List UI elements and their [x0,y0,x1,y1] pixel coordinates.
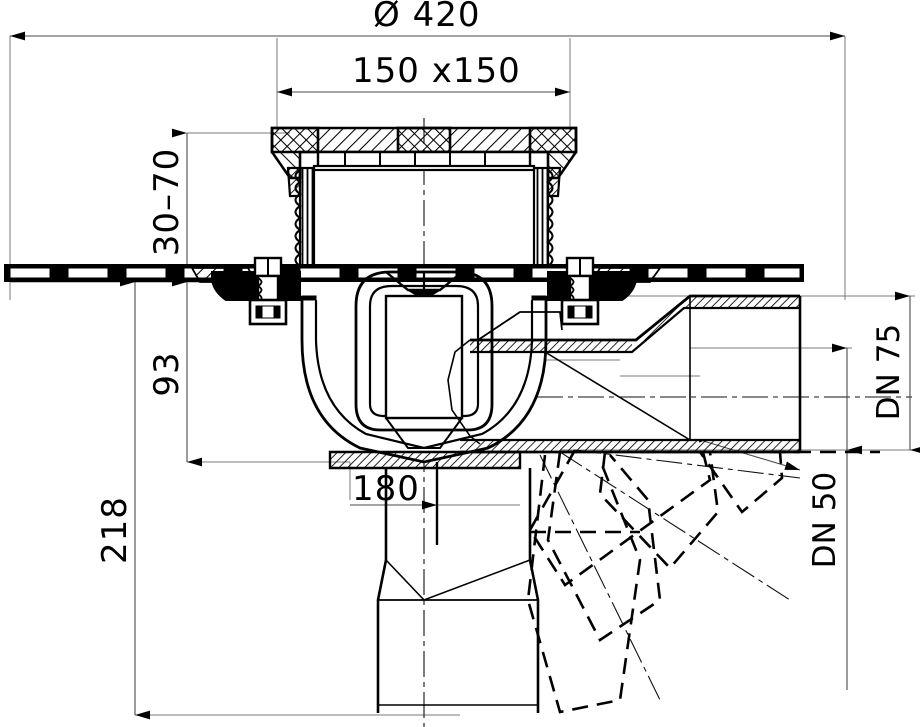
trap-u-bottom-outer [354,403,494,432]
label-depth-93: 93 [147,351,187,396]
grate-frame-right-ear [528,126,578,180]
rot-position-30-outline [546,451,662,642]
outlet-horizontal [447,294,802,454]
riser-thread-right [546,169,554,279]
rot-position-10-outline [640,450,784,514]
drain-body-group [4,126,880,714]
grate-center-rib [396,126,452,154]
bowl-bottom-wall [328,450,522,470]
trap-outer-shell [354,270,494,404]
label-offset-180: 180 [352,469,420,509]
outlet-rotation-positions [526,439,880,714]
trap-bottom-funnel [385,417,463,449]
telescopic-riser [294,164,554,280]
bottom-cone-edges [385,559,531,601]
label-diameter: Ø 420 [373,0,480,35]
rot-position-15-outline [598,451,720,570]
dimension-lines-group [10,31,920,720]
rot-position-45-outline [526,454,642,714]
outlet-taper-edge-a [544,351,691,441]
label-grate-size: 150 x150 [352,51,521,91]
label-height-adjust: 30–70 [147,148,187,257]
label-dn50: DN 50 [807,472,843,568]
label-dn75: DN 75 [871,324,907,420]
riser-thread-left [294,169,302,279]
riser-wall-left [298,166,316,280]
centerline-outlet-rot2 [559,451,791,601]
outlet-taper-edge-b [635,295,691,341]
label-total-218: 218 [95,496,135,564]
grate-frame-left-ear [270,126,320,180]
outlet-socket-lip [477,311,563,341]
bottom-reducer-left [376,559,388,713]
trap-insert [354,270,494,449]
centerline-outlet-rot1 [539,454,661,701]
riser-top-edge [312,164,536,172]
outlet-bowl-junction [447,339,481,445]
trap-inner-shell [368,284,480,404]
centerline-outlet-rot3 [574,449,801,479]
riser-wall-right [532,166,550,280]
bottom-outlet-vertical [376,468,540,713]
clamp-ring-right [547,256,637,326]
clamp-ring-left [211,256,301,326]
rot-position-20-outline [528,439,712,587]
top-grate-frame [270,126,578,198]
dimension-labels-group: Ø 420 150 x150 30–70 93 218 180 DN 75 DN… [95,0,907,568]
